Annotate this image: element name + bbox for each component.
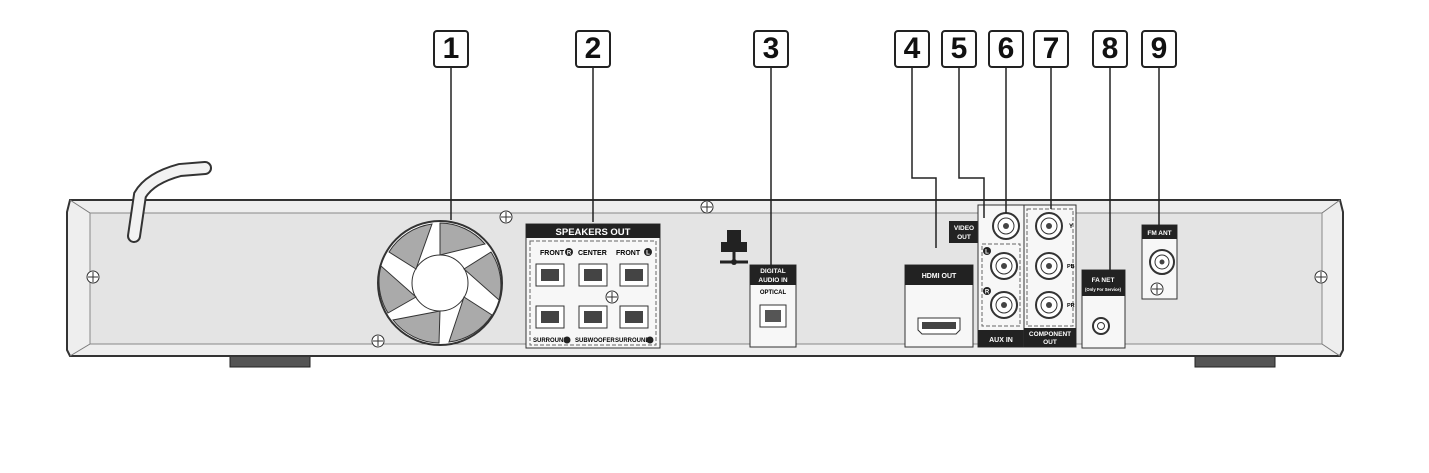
fa-net-note: (Only For Service) [1085, 287, 1122, 292]
aux-in-jack-r[interactable] [990, 291, 1018, 319]
speaker-terminal-subwoofer[interactable] [578, 305, 608, 329]
component-jack-y[interactable] [1035, 212, 1063, 240]
hdmi-out-label: HDMI OUT [922, 273, 957, 280]
front-r-label: FRONT [540, 250, 565, 257]
leader-lines [450, 68, 1160, 270]
callout-6: 6 [988, 30, 1024, 68]
callout-1: 1 [433, 30, 469, 68]
component-jack-pb[interactable] [1035, 252, 1063, 280]
screw-icon [86, 270, 100, 284]
front-l-label: FRONT [616, 250, 641, 257]
cooling-fan-icon [377, 220, 503, 346]
y-label: Y [1069, 224, 1073, 230]
screw-icon [499, 210, 513, 224]
fa-net-label: FA NET [1092, 277, 1115, 284]
pr-label: PR [1067, 303, 1075, 309]
video-out-badge [949, 221, 979, 243]
center-label: CENTER [578, 250, 607, 257]
speaker-terminal-center[interactable] [578, 263, 608, 287]
digital-label: DIGITAL [760, 268, 786, 275]
screw-icon [1150, 282, 1164, 296]
svg-text:R: R [985, 290, 990, 296]
fm-ant-label: FM ANT [1147, 230, 1171, 237]
video-out-label-1: VIDEO [954, 225, 974, 232]
component-label-1: COMPONENT [1029, 331, 1071, 338]
audio-in-label: AUDIO IN [758, 277, 788, 284]
screw-icon [371, 334, 385, 348]
speaker-terminal-front-l[interactable] [619, 263, 649, 287]
screw-icon [605, 290, 619, 304]
video-out-label-2: OUT [957, 234, 971, 241]
optical-input-port[interactable] [759, 304, 787, 328]
callout-2: 2 [575, 30, 611, 68]
aux-in-label: AUX IN [989, 337, 1013, 344]
speaker-terminal-surround-l[interactable] [619, 305, 649, 329]
laser-warning-icon [720, 230, 748, 265]
subwoofer-label: SUBWOOFER [575, 338, 615, 344]
svg-text:R: R [567, 251, 572, 257]
component-jack-pr[interactable] [1035, 291, 1063, 319]
screw-icon [700, 200, 714, 214]
speakers-out-label: SPEAKERS OUT [556, 227, 631, 238]
svg-text:L: L [985, 250, 989, 256]
aux-in-jack-l[interactable] [990, 252, 1018, 280]
optical-label: OPTICAL [760, 290, 787, 296]
fm-antenna-jack[interactable] [1149, 249, 1175, 275]
speaker-terminal-front-r[interactable] [535, 263, 565, 287]
callout-3: 3 [753, 30, 789, 68]
surround-l-label: SURROUND [615, 338, 650, 344]
svg-text:L: L [646, 251, 650, 257]
video-out-jack[interactable] [992, 212, 1020, 240]
chassis-inner-bevel [89, 212, 1323, 345]
callout-8: 8 [1092, 30, 1128, 68]
fa-net-jack[interactable] [1092, 317, 1110, 335]
pb-label: PB [1067, 264, 1075, 270]
callout-9: 9 [1141, 30, 1177, 68]
surround-r-label: SURROUND [533, 338, 568, 344]
callout-4: 4 [894, 30, 930, 68]
component-label-2: OUT [1043, 339, 1057, 346]
hdmi-port[interactable] [917, 317, 961, 335]
screw-icon [1314, 270, 1328, 284]
callout-7: 7 [1033, 30, 1069, 68]
speaker-terminal-surround-r[interactable] [535, 305, 565, 329]
callout-5: 5 [941, 30, 977, 68]
